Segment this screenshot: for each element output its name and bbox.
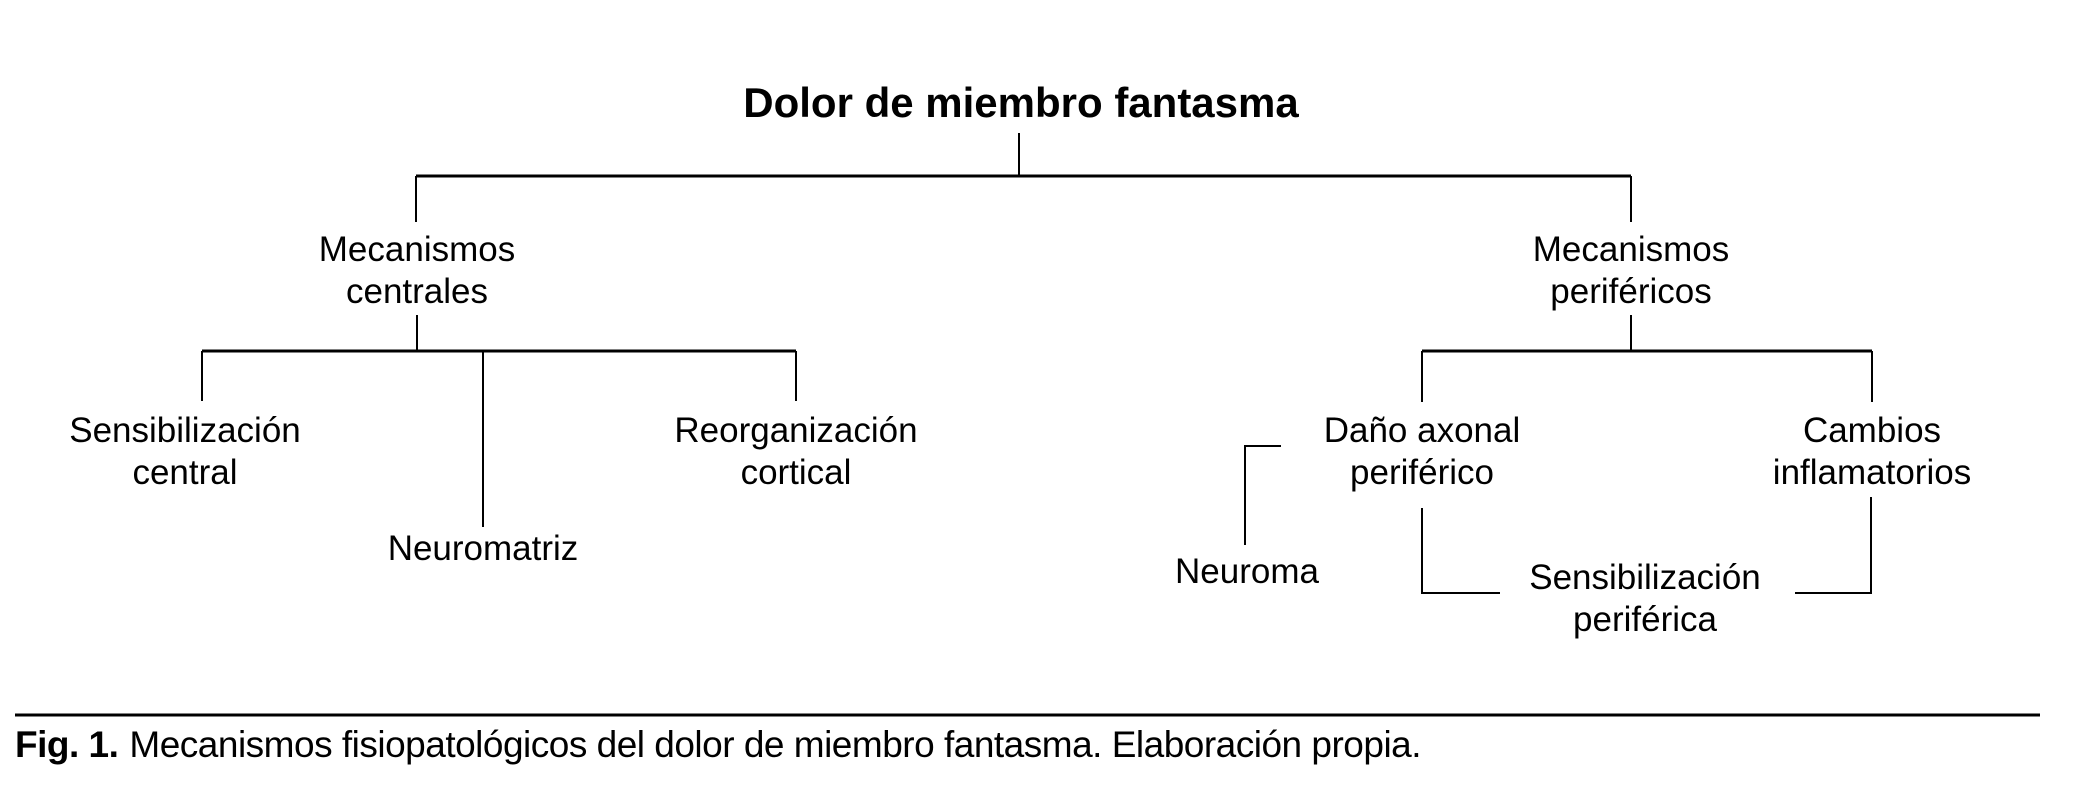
- node-cambios-inflamatorios: Cambios inflamatorios: [1772, 411, 1972, 492]
- figure-caption-text: Mecanismos fisiopatológicos del dolor de…: [129, 724, 1422, 765]
- figure-caption-label: Fig. 1.: [15, 724, 119, 765]
- node-dano-axonal-periferico: Daño axonal periférico: [1323, 411, 1521, 492]
- node-mecanismos-centrales: Mecanismos centrales: [318, 230, 516, 311]
- node-mecanismos-perifericos: Mecanismos periféricos: [1532, 230, 1730, 311]
- connector-dano-to-sensibilizacion: [1421, 508, 1500, 594]
- node-reorganizacion-cortical: Reorganización cortical: [674, 411, 918, 492]
- node-neuromatriz: Neuromatriz: [387, 529, 579, 568]
- node-sensibilizacion-periferica: Sensibilización periférica: [1529, 558, 1761, 639]
- node-sensibilizacion-central: Sensibilización central: [69, 411, 301, 492]
- node-neuroma: Neuroma: [1175, 552, 1319, 591]
- connector-cambios-to-sensibilizacion: [1795, 497, 1872, 594]
- connector-neuroma-elbow: [1244, 445, 1281, 545]
- node-root: Dolor de miembro fantasma: [743, 79, 1299, 126]
- figure-caption: Fig. 1.Mecanismos fisiopatológicos del d…: [15, 722, 1422, 768]
